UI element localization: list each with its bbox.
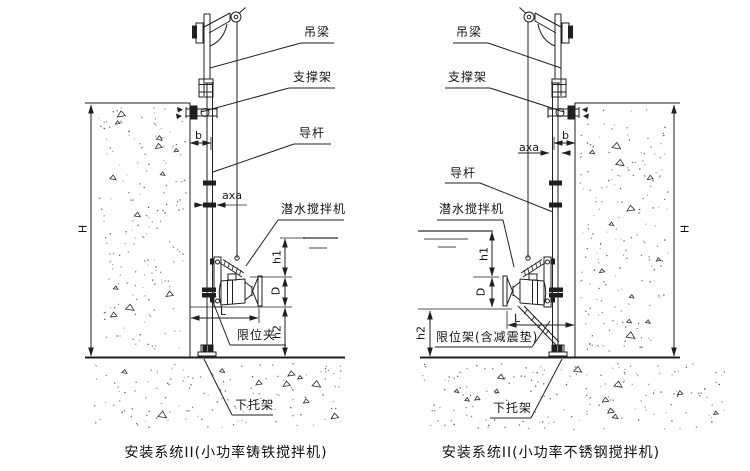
- dim-h2-left: h2: [270, 325, 284, 339]
- concrete-texture: [94, 107, 725, 430]
- dim-H-left: H: [76, 224, 90, 234]
- dim-h1-left: h1: [270, 250, 284, 264]
- dim-L-right: L: [514, 312, 521, 325]
- label-limit-clamp-left: 限位夹: [237, 328, 277, 342]
- dim-b-right: b: [562, 129, 569, 142]
- dim-h1-right: h1: [477, 247, 491, 261]
- right-annotations: [418, 42, 677, 419]
- caption-left: 安装系统II(小功率铸铁搅拌机): [124, 445, 328, 461]
- label-guide-rod-left: 导杆: [299, 126, 326, 140]
- dim-D-right: D: [474, 287, 488, 297]
- label-support-frame-right: 支撑架: [448, 70, 488, 84]
- dim-L-left: L: [220, 305, 227, 318]
- dim-h2-right: h2: [414, 326, 428, 340]
- label-submersible-mixer-left: 潜水搅拌机: [281, 202, 347, 216]
- label-hoist-beam-right: 吊梁: [456, 25, 483, 39]
- dim-H-right: H: [678, 224, 692, 234]
- left-annotations: [88, 42, 344, 416]
- label-guide-rod-right: 导杆: [450, 166, 477, 180]
- label-bottom-bracket-left: 下托架: [235, 398, 275, 412]
- label-bottom-bracket-right: 下托架: [493, 401, 533, 415]
- label-submersible-mixer-right: 潜水搅拌机: [439, 202, 505, 216]
- dim-axa-right: axa: [519, 141, 539, 154]
- dim-axa-left: axa: [222, 189, 242, 202]
- label-support-frame-left: 支撑架: [293, 70, 333, 84]
- label-limit-frame-right: 限位架(含减震垫): [436, 330, 539, 344]
- label-hoist-beam-left: 吊梁: [304, 25, 331, 39]
- dim-b-left: b: [195, 129, 202, 142]
- dim-D-left: D: [269, 286, 283, 296]
- left-structure: [84, 6, 346, 359]
- caption-right: 安装系统II(小功率不锈钢搅拌机): [441, 445, 661, 461]
